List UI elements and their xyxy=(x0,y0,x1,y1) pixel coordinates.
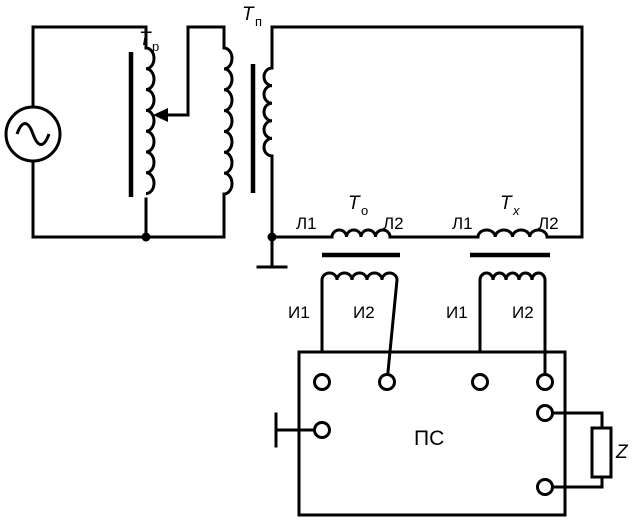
reference-current-transformer: T о Л1 Л2 И1 И2 xyxy=(288,193,404,383)
high-voltage-circuit xyxy=(256,25,584,269)
tested-terminal-i1: И1 xyxy=(446,303,468,322)
resistor-icon xyxy=(590,426,613,479)
comparison-device: ПС xyxy=(274,350,567,517)
tested-subscript: x xyxy=(512,203,520,218)
regulating-transformer: T р xyxy=(128,25,190,197)
load-impedance: Z xyxy=(551,411,629,489)
device-terminal-2 xyxy=(378,373,396,391)
sine-wave-icon xyxy=(15,122,51,146)
wiper-arrow-icon xyxy=(153,108,168,122)
device-load-terminal-bottom xyxy=(536,478,554,496)
device-terminal-4 xyxy=(536,373,554,391)
device-terminal-1 xyxy=(313,373,331,391)
step-up-primary-wires xyxy=(141,25,234,242)
step-up-label: T xyxy=(242,4,255,25)
step-up-subscript: п xyxy=(255,14,262,29)
device-load-terminal-top xyxy=(536,404,554,422)
reference-terminal-l1: Л1 xyxy=(296,214,317,233)
reference-label: T xyxy=(348,193,361,214)
tested-terminal-l1: Л1 xyxy=(452,214,473,233)
device-label: ПС xyxy=(414,427,444,450)
tested-terminal-l2: Л2 xyxy=(538,214,559,233)
load-label: Z xyxy=(615,442,629,463)
tested-terminal-i2: И2 xyxy=(512,303,534,322)
reference-subscript: о xyxy=(361,203,368,218)
device-ground-terminal xyxy=(313,421,331,439)
regulator-subscript: р xyxy=(152,39,159,54)
reference-terminal-l2: Л2 xyxy=(383,214,404,233)
step-up-transformer: T п xyxy=(242,4,274,237)
ac-source xyxy=(4,25,62,239)
reference-terminal-i1: И1 xyxy=(288,303,310,322)
tested-label: T xyxy=(500,193,513,214)
device-terminal-3 xyxy=(471,373,489,391)
reference-terminal-i2: И2 xyxy=(353,303,375,322)
regulator-label: T xyxy=(139,29,152,50)
tested-current-transformer: T x Л1 Л2 И1 И2 xyxy=(446,193,559,382)
